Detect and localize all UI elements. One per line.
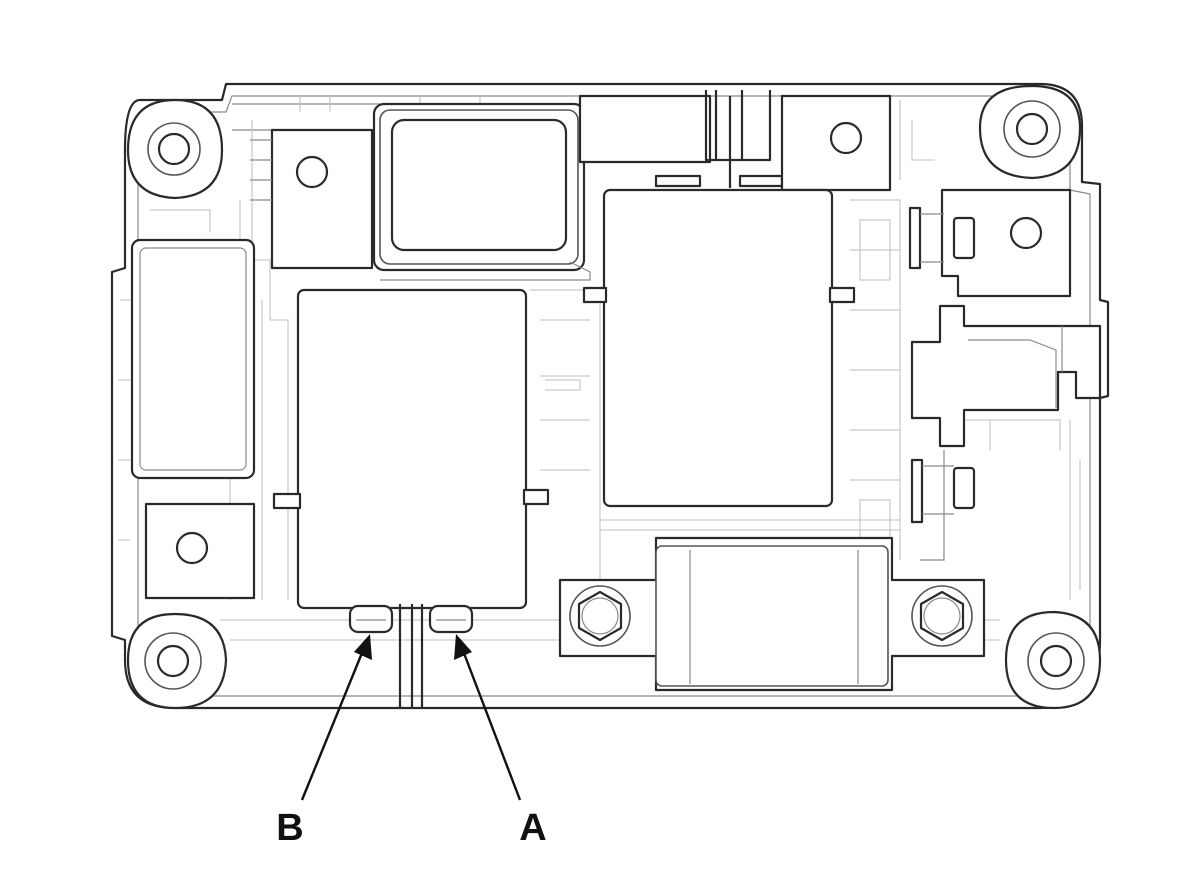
terminal-b: [348, 604, 394, 634]
relay-block-center-right: [582, 188, 856, 508]
fuse-block-bottom: [558, 536, 986, 692]
mounting-boss-top-left: [126, 98, 224, 200]
terminal-a: [428, 604, 474, 634]
relay-block-center-left: [272, 288, 550, 610]
bracket-right-upper: [908, 188, 1072, 298]
mounting-boss-bottom-right: [1004, 610, 1102, 710]
bracket-bottom-left: [144, 502, 256, 600]
bracket-right-lower: [910, 450, 976, 561]
module-left: [130, 238, 256, 480]
callout-a-leader: [454, 634, 522, 801]
bracket-top-right: [780, 94, 892, 192]
bracket-top-left: [250, 128, 374, 270]
connector-right: [910, 304, 1102, 448]
connector-housing-top: [372, 102, 591, 281]
bracket-top-center: [578, 90, 784, 188]
mounting-boss-bottom-left: [126, 612, 228, 710]
callout-b-leader: [300, 634, 372, 801]
callout-label-b: B: [276, 807, 303, 849]
mounting-boss-top-right: [978, 84, 1082, 180]
callout-label-a: A: [519, 807, 546, 849]
